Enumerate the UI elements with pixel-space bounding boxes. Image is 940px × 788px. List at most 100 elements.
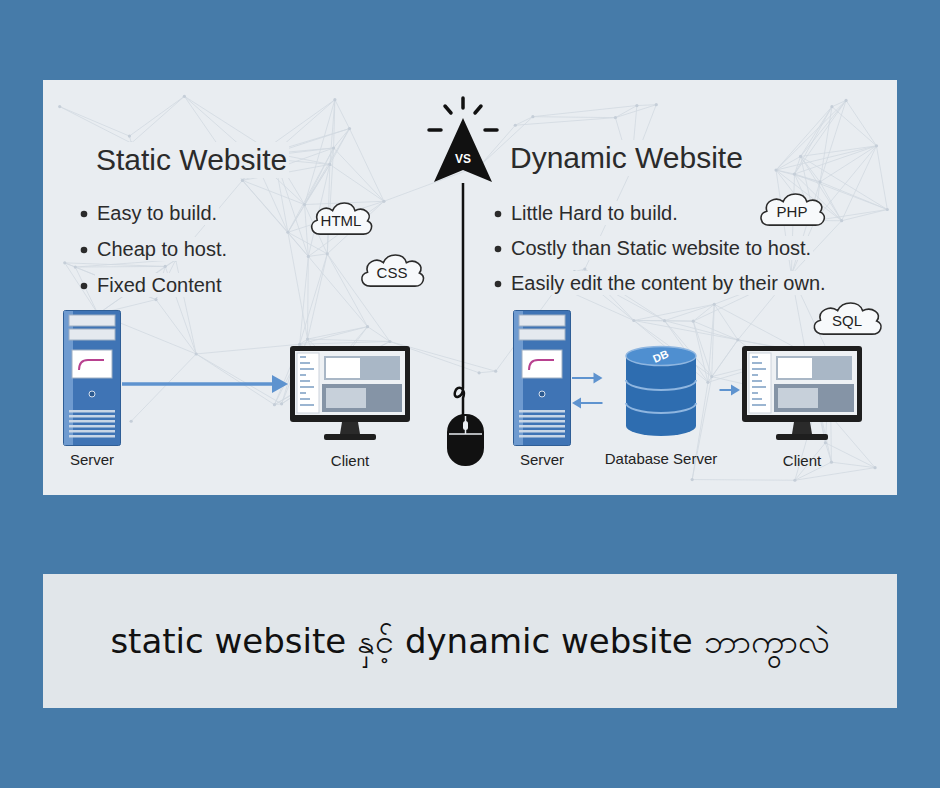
screen-window: [774, 384, 854, 412]
network-line: [832, 107, 877, 146]
server-accent: [79, 360, 104, 370]
network-dot: [328, 163, 331, 166]
network-line: [334, 129, 350, 148]
server-display: [522, 350, 562, 378]
connector-line: [572, 377, 595, 379]
cursor-arrowhead: [432, 116, 494, 184]
network-line: [712, 304, 714, 376]
network-line: [634, 320, 693, 322]
network-dot: [713, 303, 716, 306]
network-line: [479, 371, 496, 373]
network-line: [196, 354, 281, 404]
monitor-stand: [340, 422, 360, 434]
network-dot: [824, 441, 827, 444]
screen-window: [326, 358, 360, 378]
network-line: [60, 107, 130, 137]
network-dot: [514, 124, 517, 127]
cloud-shape: [362, 255, 424, 286]
network-dot: [886, 208, 889, 211]
icon-caption: Client: [331, 452, 369, 470]
network-line: [801, 146, 877, 157]
network-dot: [58, 105, 61, 108]
server-grill: [519, 425, 565, 428]
server-grill: [519, 420, 565, 423]
server-grill: [69, 410, 115, 413]
versus-text: VS: [455, 152, 471, 166]
network-line: [637, 104, 656, 106]
network-line: [327, 254, 367, 327]
bullet-dot: [495, 281, 502, 288]
network-line: [801, 100, 846, 156]
screen-line: [752, 374, 758, 376]
screen-window: [778, 358, 812, 378]
network-line: [196, 344, 299, 354]
network-dot: [306, 337, 309, 340]
cursor-ray: [461, 98, 465, 108]
network-line: [334, 148, 384, 201]
network-dot: [706, 381, 709, 384]
screen-line: [300, 368, 314, 370]
cursor-ray: [475, 106, 481, 113]
network-dot: [154, 298, 157, 301]
connector-line: [720, 389, 733, 391]
screen-line: [752, 356, 758, 358]
network-line: [334, 100, 335, 148]
server-grill: [69, 430, 115, 433]
server-display: [72, 350, 112, 378]
network-line: [533, 106, 637, 117]
network-dot: [333, 98, 336, 101]
server-bay: [69, 329, 115, 340]
bullet-dot: [81, 247, 88, 254]
network-line: [242, 180, 287, 232]
feature-bullet: Cheap to host.: [95, 237, 229, 261]
network-dot: [774, 168, 777, 171]
server-node: Server: [512, 310, 572, 471]
network-line: [815, 210, 887, 221]
network-dot: [280, 402, 283, 405]
network-dot: [382, 200, 385, 203]
network-line: [305, 100, 335, 205]
network-line: [831, 462, 875, 467]
label-holder: Costly than Static website to host.: [509, 236, 813, 260]
screen-window: [326, 388, 366, 408]
cursor-ray: [429, 128, 441, 132]
screen-sidebar: [749, 353, 771, 413]
network-line: [65, 263, 75, 267]
network-dot: [307, 255, 310, 258]
network-dot: [74, 265, 77, 268]
screen-line: [300, 362, 310, 364]
label-holder: Static Website: [94, 142, 289, 178]
server-icon: [513, 310, 571, 446]
screen-line: [300, 380, 310, 382]
icon-caption: Database Server: [605, 450, 718, 468]
label-holder: Cheap to host.: [95, 237, 229, 261]
network-dot: [388, 340, 391, 343]
screen-line: [752, 398, 762, 400]
screen-line: [300, 398, 310, 400]
network-dot: [655, 103, 658, 106]
network-line: [615, 105, 656, 118]
network-dot: [303, 203, 306, 206]
network-dot: [632, 319, 635, 322]
network-line: [776, 146, 876, 170]
client-node: Client: [288, 346, 412, 472]
connector-arrow: [572, 373, 603, 384]
network-line: [308, 201, 384, 256]
network-dot: [348, 127, 351, 130]
network-dot: [691, 478, 694, 481]
feature-bullet: Easily edit the content by their own.: [509, 271, 828, 295]
network-line: [349, 129, 383, 202]
database-node: DBDatabase Server: [603, 346, 720, 470]
network-dot: [736, 338, 739, 341]
network-line: [692, 479, 795, 481]
screen-line: [752, 368, 766, 370]
cloud-label: PHP: [777, 203, 808, 221]
network-dot: [830, 105, 833, 108]
network-line: [708, 304, 714, 382]
monitor-base: [776, 434, 828, 440]
network-line: [825, 443, 875, 468]
network-line: [335, 100, 350, 129]
server-body: [514, 311, 571, 446]
cloud-label: CSS: [377, 264, 408, 282]
network-line: [131, 354, 196, 421]
